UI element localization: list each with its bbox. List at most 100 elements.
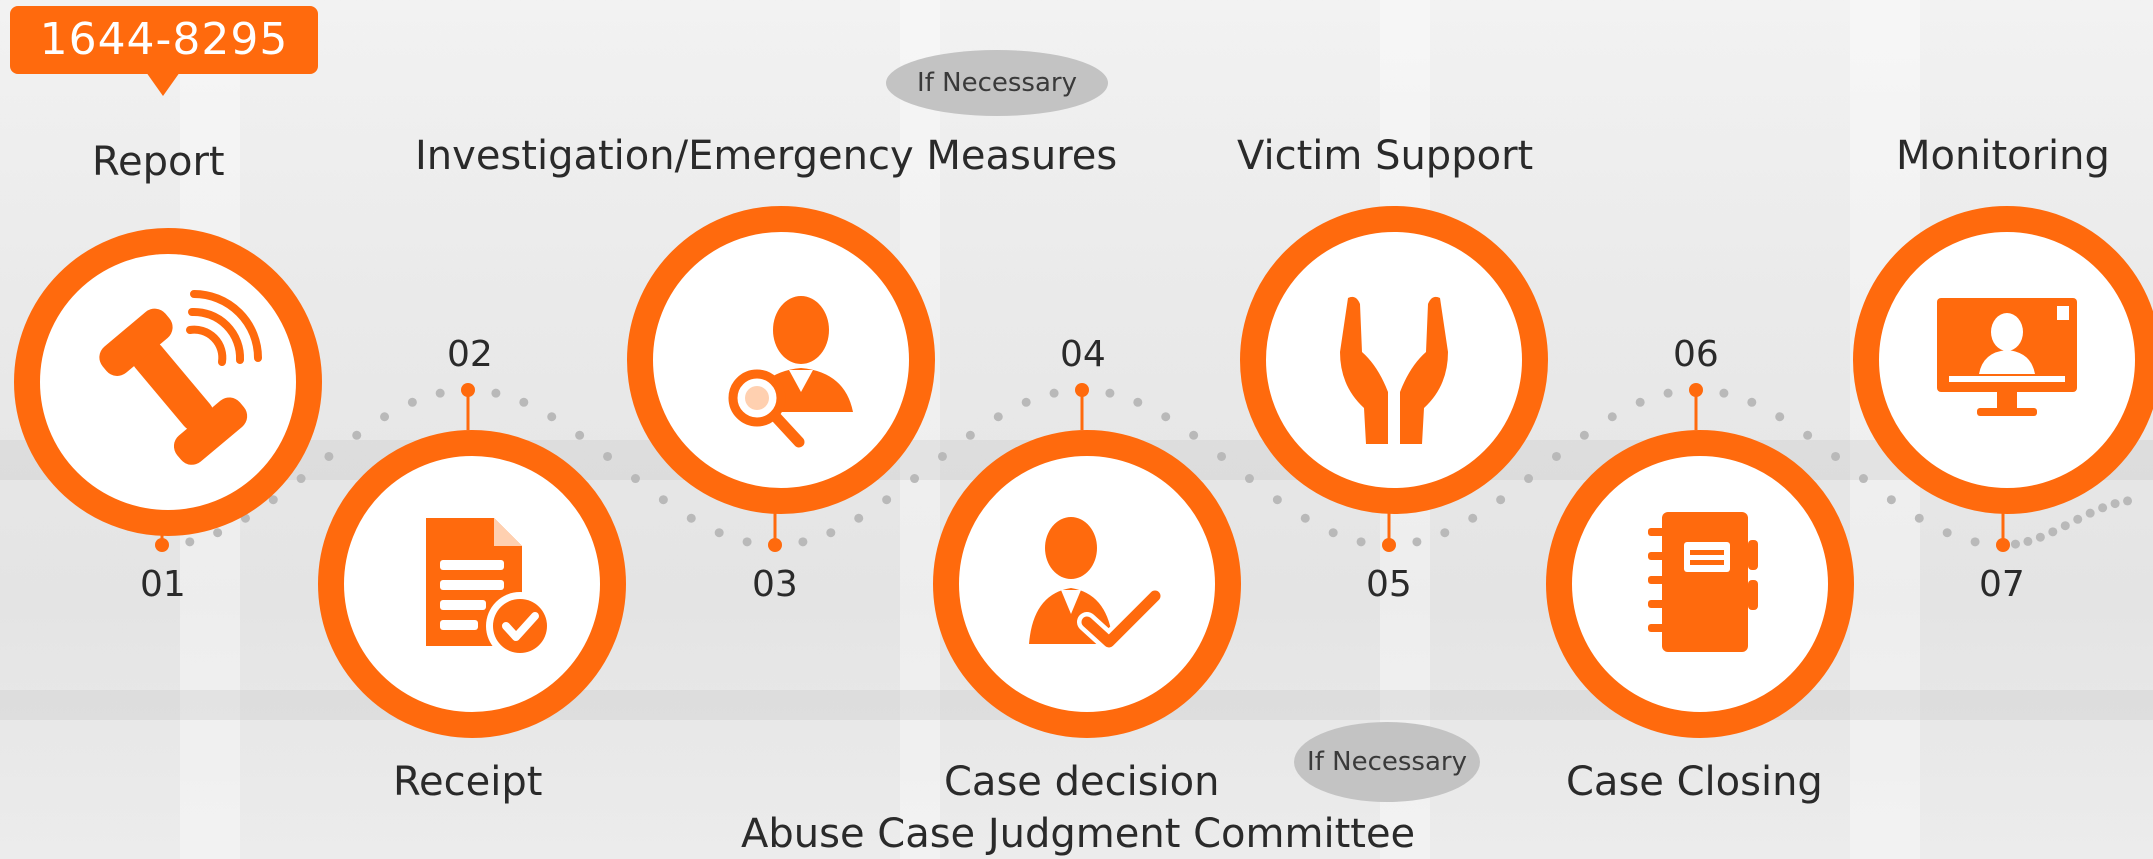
path-dot [268, 495, 278, 505]
committee-label: Abuse Case Judgment Committee [741, 811, 1416, 857]
path-dot [1831, 451, 1841, 461]
step-2-number: 02 [447, 334, 493, 375]
path-dot [324, 451, 334, 461]
path-dot [826, 528, 836, 538]
path-dot [296, 474, 306, 484]
path-dot [1942, 528, 1952, 538]
path-dot [854, 513, 864, 523]
step-2-circle[interactable] [318, 430, 626, 738]
path-dot [1579, 430, 1589, 440]
path-dot [2098, 503, 2108, 513]
path-dot [407, 397, 417, 407]
path-dot [2060, 521, 2070, 531]
path-dot [910, 474, 920, 484]
path-dot [1719, 388, 1729, 398]
hotline-badge[interactable]: 1644-8295 [10, 6, 318, 74]
step-4-connector-dot [1075, 383, 1089, 397]
path-dot [547, 412, 557, 422]
phone-icon [99, 290, 262, 465]
step-3-number: 03 [752, 564, 798, 605]
step-3-connector-dot [768, 538, 782, 552]
path-dot [1105, 388, 1115, 398]
step-7-label: Monitoring [1896, 133, 2110, 179]
step-1-number: 01 [140, 564, 186, 605]
path-dot [352, 430, 362, 440]
path-dot [714, 528, 724, 538]
path-dot [2123, 496, 2133, 506]
path-dot [742, 537, 752, 547]
path-dot [603, 451, 613, 461]
path-dot [1356, 537, 1366, 547]
step-5-circle[interactable] [1240, 206, 1548, 514]
step-6-number: 06 [1673, 334, 1719, 375]
path-dot [2023, 536, 2033, 546]
step-7-connector-dot [1996, 538, 2010, 552]
path-dot [2110, 499, 2120, 509]
step-7-number: 07 [1979, 564, 2025, 605]
path-dot [1747, 397, 1757, 407]
step-4-circle[interactable] [933, 430, 1241, 738]
path-dot [1412, 537, 1422, 547]
person-search-icon [728, 296, 853, 448]
path-dot [1133, 397, 1143, 407]
path-dot [1328, 528, 1338, 538]
path-dot [1886, 495, 1896, 505]
path-dot [1803, 430, 1813, 440]
path-dot [2048, 527, 2058, 537]
path-dot [630, 474, 640, 484]
step-5-number: 05 [1366, 564, 1412, 605]
path-dot [1775, 412, 1785, 422]
path-dot [519, 397, 529, 407]
path-dot [575, 430, 585, 440]
path-dot [435, 388, 445, 398]
path-dot [1440, 528, 1450, 538]
path-dot [1635, 397, 1645, 407]
step-2-label: Receipt [393, 759, 543, 805]
step-3-label: Investigation/Emergency Measures [415, 133, 1118, 179]
path-dot [1496, 495, 1506, 505]
path-dot [380, 412, 390, 422]
path-dot [1468, 513, 1478, 523]
path-dot [1607, 412, 1617, 422]
step-6-connector-dot [1689, 383, 1703, 397]
path-dot [1161, 412, 1171, 422]
step-6-circle[interactable] [1546, 430, 1854, 738]
path-dot [1217, 451, 1227, 461]
step-1-connector-dot [155, 538, 169, 552]
step-7-circle[interactable] [1853, 206, 2153, 514]
path-dot [937, 451, 947, 461]
path-dot [1551, 451, 1561, 461]
step-1-circle[interactable] [14, 228, 322, 536]
path-dot [1244, 474, 1254, 484]
monitor-person-icon [1937, 298, 2077, 416]
path-dot [1049, 388, 1059, 398]
path-dot [798, 537, 808, 547]
document-check-icon [426, 518, 554, 660]
path-dot [1970, 537, 1980, 547]
path-dot [1914, 513, 1924, 523]
step-5-label: Victim Support [1237, 133, 1534, 179]
path-dot [2085, 508, 2095, 518]
path-dot [658, 495, 668, 505]
path-dot [1300, 513, 1310, 523]
path-dot [2073, 514, 2083, 524]
path-dot [686, 513, 696, 523]
path-dot [1189, 430, 1199, 440]
path-dot [882, 495, 892, 505]
path-dot [1524, 474, 1534, 484]
step-4-label: Case decision [944, 759, 1220, 805]
path-dot [965, 430, 975, 440]
step-5-connector-dot [1382, 538, 1396, 552]
step-4-number: 04 [1060, 334, 1106, 375]
person-check-icon [1029, 517, 1165, 652]
step-1-label: Report [92, 139, 225, 185]
notebook-icon [1648, 512, 1758, 652]
step-3-circle[interactable] [627, 206, 935, 514]
supporting-hands-icon [1340, 296, 1448, 444]
if-necessary-bubble-committee: If Necessary [1294, 722, 1480, 802]
if-necessary-bubble-investigation: If Necessary [886, 50, 1108, 116]
step-6-label: Case Closing [1566, 759, 1823, 805]
hotline-badge-pointer [146, 72, 180, 96]
path-dot [1663, 388, 1673, 398]
